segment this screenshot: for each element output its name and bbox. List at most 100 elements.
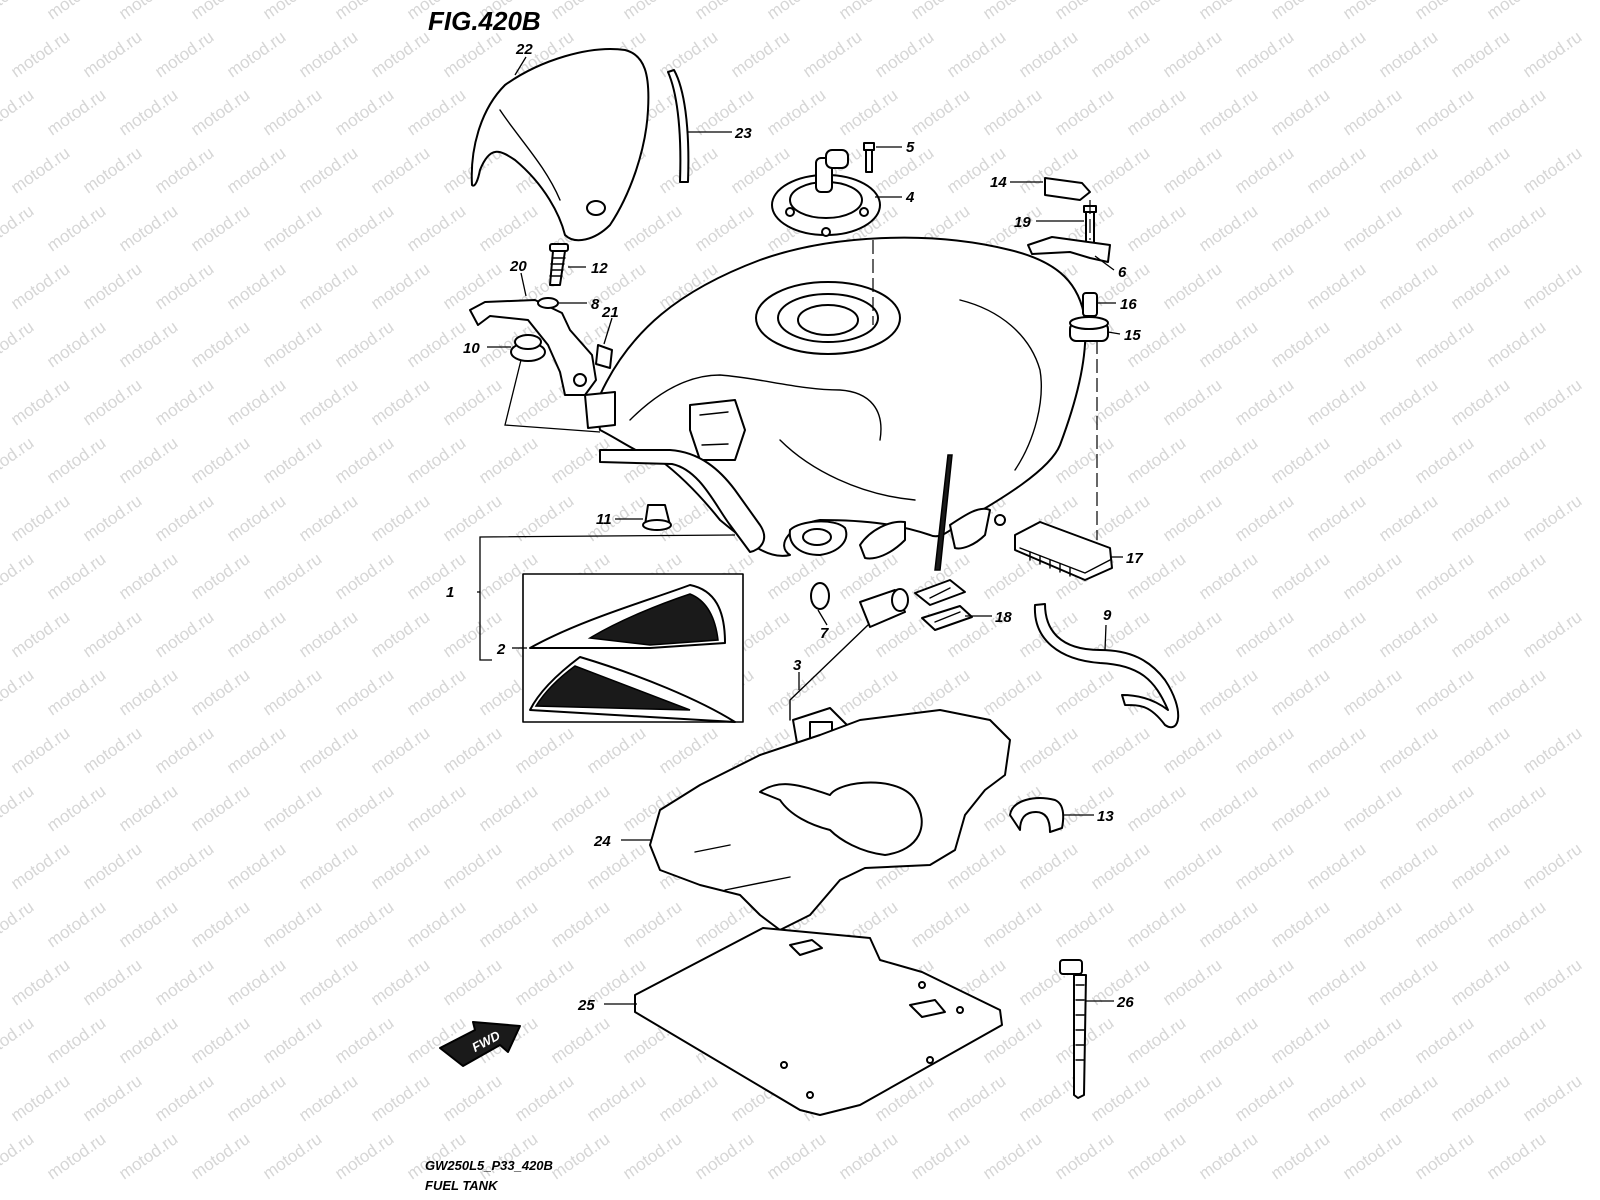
- watermark-text: motod.ru: [223, 955, 289, 1009]
- watermark-text: motod.ru: [1123, 201, 1189, 255]
- watermark-text: motod.ru: [331, 433, 397, 487]
- watermark-text: motod.ru: [331, 85, 397, 139]
- watermark-text: motod.ru: [331, 1013, 397, 1067]
- callout-25: 25: [577, 997, 595, 1014]
- watermark-text: motod.ru: [403, 897, 469, 951]
- watermark-text: motod.ru: [1231, 955, 1297, 1009]
- watermark-text: motod.ru: [1267, 1129, 1333, 1183]
- watermark-text: motod.ru: [295, 723, 361, 777]
- watermark-text: motod.ru: [439, 1071, 505, 1125]
- watermark-text: motod.ru: [187, 433, 253, 487]
- watermark-text: motod.ru: [1303, 1071, 1369, 1125]
- watermark-text: motod.ru: [475, 897, 541, 951]
- watermark-text: motod.ru: [403, 317, 469, 371]
- watermark-text: motod.ru: [1483, 781, 1549, 835]
- watermark-text: motod.ru: [43, 201, 109, 255]
- callout-2: 2: [496, 641, 506, 658]
- watermark-text: motod.ru: [943, 27, 1009, 81]
- watermark-text: motod.ru: [1411, 317, 1477, 371]
- clip-part-21: [595, 344, 613, 369]
- watermark-text: motod.ru: [619, 1129, 685, 1183]
- watermark-text: motod.ru: [115, 1129, 181, 1183]
- watermark-text: motod.ru: [187, 0, 253, 23]
- callout-9: 9: [1103, 607, 1112, 624]
- watermark-text: motod.ru: [1195, 317, 1261, 371]
- callout-6: 6: [1118, 264, 1127, 281]
- watermark-text: motod.ru: [583, 491, 649, 545]
- callout-12: 12: [591, 260, 608, 277]
- watermark-text: motod.ru: [7, 839, 73, 893]
- watermark-text: motod.ru: [547, 1129, 613, 1183]
- watermark-text: motod.ru: [295, 143, 361, 197]
- watermark-text: motod.ru: [223, 723, 289, 777]
- watermark-text: motod.ru: [1483, 665, 1549, 719]
- watermark-text: motod.ru: [403, 201, 469, 255]
- watermark-text: motod.ru: [475, 781, 541, 835]
- watermark-text: motod.ru: [1231, 143, 1297, 197]
- watermark-text: motod.ru: [1195, 1013, 1261, 1067]
- watermark-text: motod.ru: [1519, 1071, 1585, 1125]
- watermark-text: motod.ru: [151, 259, 217, 313]
- watermark-text: motod.ru: [1159, 491, 1225, 545]
- watermark-text: motod.ru: [1483, 0, 1549, 23]
- watermark-text: motod.ru: [1411, 781, 1477, 835]
- watermark-text: motod.ru: [1447, 491, 1513, 545]
- watermark-text: motod.ru: [0, 1129, 37, 1183]
- figure-title: FIG.420B: [428, 6, 541, 36]
- watermark-text: motod.ru: [1447, 27, 1513, 81]
- callout-17: 17: [1126, 550, 1143, 567]
- callout-26: 26: [1116, 994, 1134, 1011]
- footer-name: FUEL TANK: [425, 1178, 499, 1193]
- watermark-text: motod.ru: [259, 665, 325, 719]
- watermark-text: motod.ru: [403, 665, 469, 719]
- callout-10: 10: [463, 340, 480, 357]
- watermark-text: motod.ru: [1195, 549, 1261, 603]
- plate-part-6: [1027, 236, 1111, 263]
- watermark-text: motod.ru: [151, 27, 217, 81]
- watermark-text: motod.ru: [1267, 433, 1333, 487]
- pad-part-14: [1044, 177, 1091, 201]
- watermark-text: motod.ru: [79, 839, 145, 893]
- watermark-text: motod.ru: [115, 549, 181, 603]
- watermark-text: motod.ru: [1267, 549, 1333, 603]
- watermark-text: motod.ru: [1231, 375, 1297, 429]
- watermark-text: motod.ru: [1123, 781, 1189, 835]
- watermark-text: motod.ru: [799, 27, 865, 81]
- watermark-text: motod.ru: [79, 607, 145, 661]
- watermark-text: motod.ru: [1303, 375, 1369, 429]
- watermark-text: motod.ru: [1267, 201, 1333, 255]
- watermark-text: motod.ru: [1483, 897, 1549, 951]
- watermark-text: motod.ru: [151, 491, 217, 545]
- watermark-text: motod.ru: [1015, 1071, 1081, 1125]
- callout-15: 15: [1124, 327, 1141, 344]
- watermark-text: motod.ru: [7, 27, 73, 81]
- watermark-text: motod.ru: [979, 0, 1045, 23]
- bracket-hole: [573, 373, 587, 387]
- callout-16: 16: [1120, 296, 1137, 313]
- watermark-text: motod.ru: [1447, 375, 1513, 429]
- watermark-text: motod.ru: [1411, 897, 1477, 951]
- trim-strip-part-23: [667, 69, 690, 183]
- watermark-text: motod.ru: [1303, 955, 1369, 1009]
- watermark-text: motod.ru: [1051, 0, 1117, 23]
- watermark-text: motod.ru: [1447, 723, 1513, 777]
- watermark-text: motod.ru: [331, 897, 397, 951]
- watermark-text: motod.ru: [1411, 433, 1477, 487]
- watermark-text: motod.ru: [259, 1129, 325, 1183]
- fuel-cap-part-4: [771, 149, 881, 237]
- watermark-text: motod.ru: [0, 0, 37, 23]
- watermark-text: motod.ru: [835, 0, 901, 23]
- watermark-text: motod.ru: [0, 897, 37, 951]
- watermark-text: motod.ru: [1087, 723, 1153, 777]
- watermark-text: motod.ru: [0, 549, 37, 603]
- watermark-text: motod.ru: [511, 723, 577, 777]
- watermark-text: motod.ru: [115, 665, 181, 719]
- watermark-text: motod.ru: [223, 491, 289, 545]
- watermark-text: motod.ru: [1195, 201, 1261, 255]
- callout-21: 21: [601, 304, 619, 321]
- watermark-text: motod.ru: [1339, 317, 1405, 371]
- watermark-text: motod.ru: [7, 259, 73, 313]
- watermark-text: motod.ru: [331, 317, 397, 371]
- watermark-text: motod.ru: [7, 607, 73, 661]
- watermark-text: motod.ru: [403, 1129, 469, 1183]
